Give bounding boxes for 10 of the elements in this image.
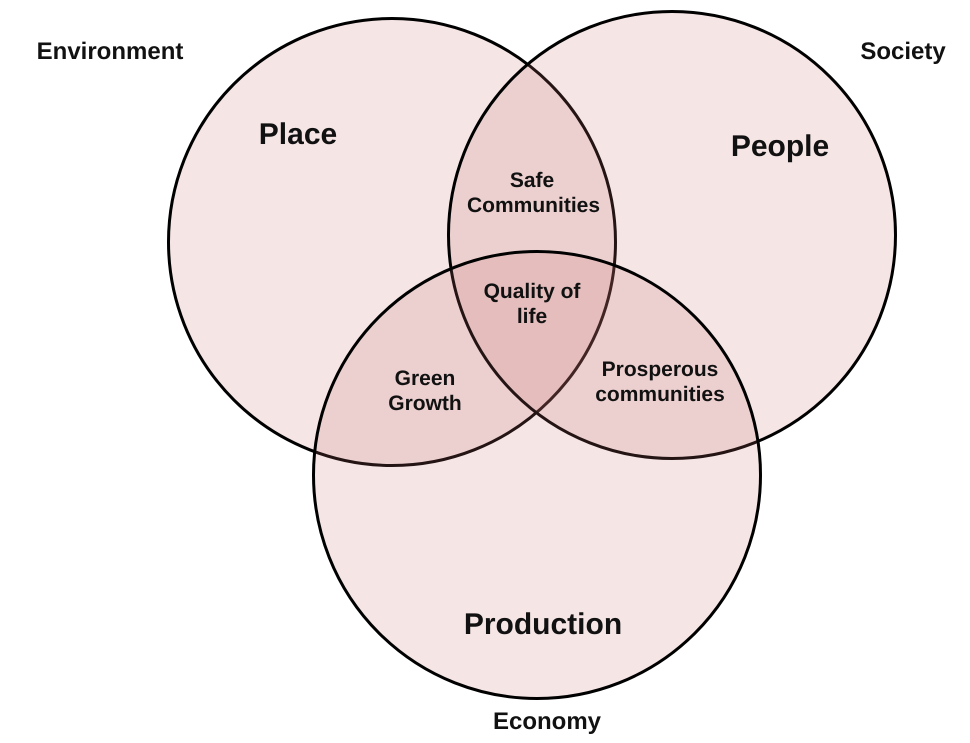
overlap-label: Green Growth: [387, 366, 463, 416]
circle-caption: Society: [859, 38, 947, 66]
overlap-label: Prosperous communities: [594, 357, 726, 408]
circle-caption: Economy: [492, 708, 602, 736]
circle-caption: Environment: [36, 38, 184, 66]
overlap-label: Safe Communities: [467, 168, 597, 218]
circle-title: People: [730, 129, 830, 165]
circle-title: Production: [462, 607, 624, 643]
circle-title: Place: [258, 117, 338, 153]
overlap-label: Quality of life: [482, 279, 582, 330]
